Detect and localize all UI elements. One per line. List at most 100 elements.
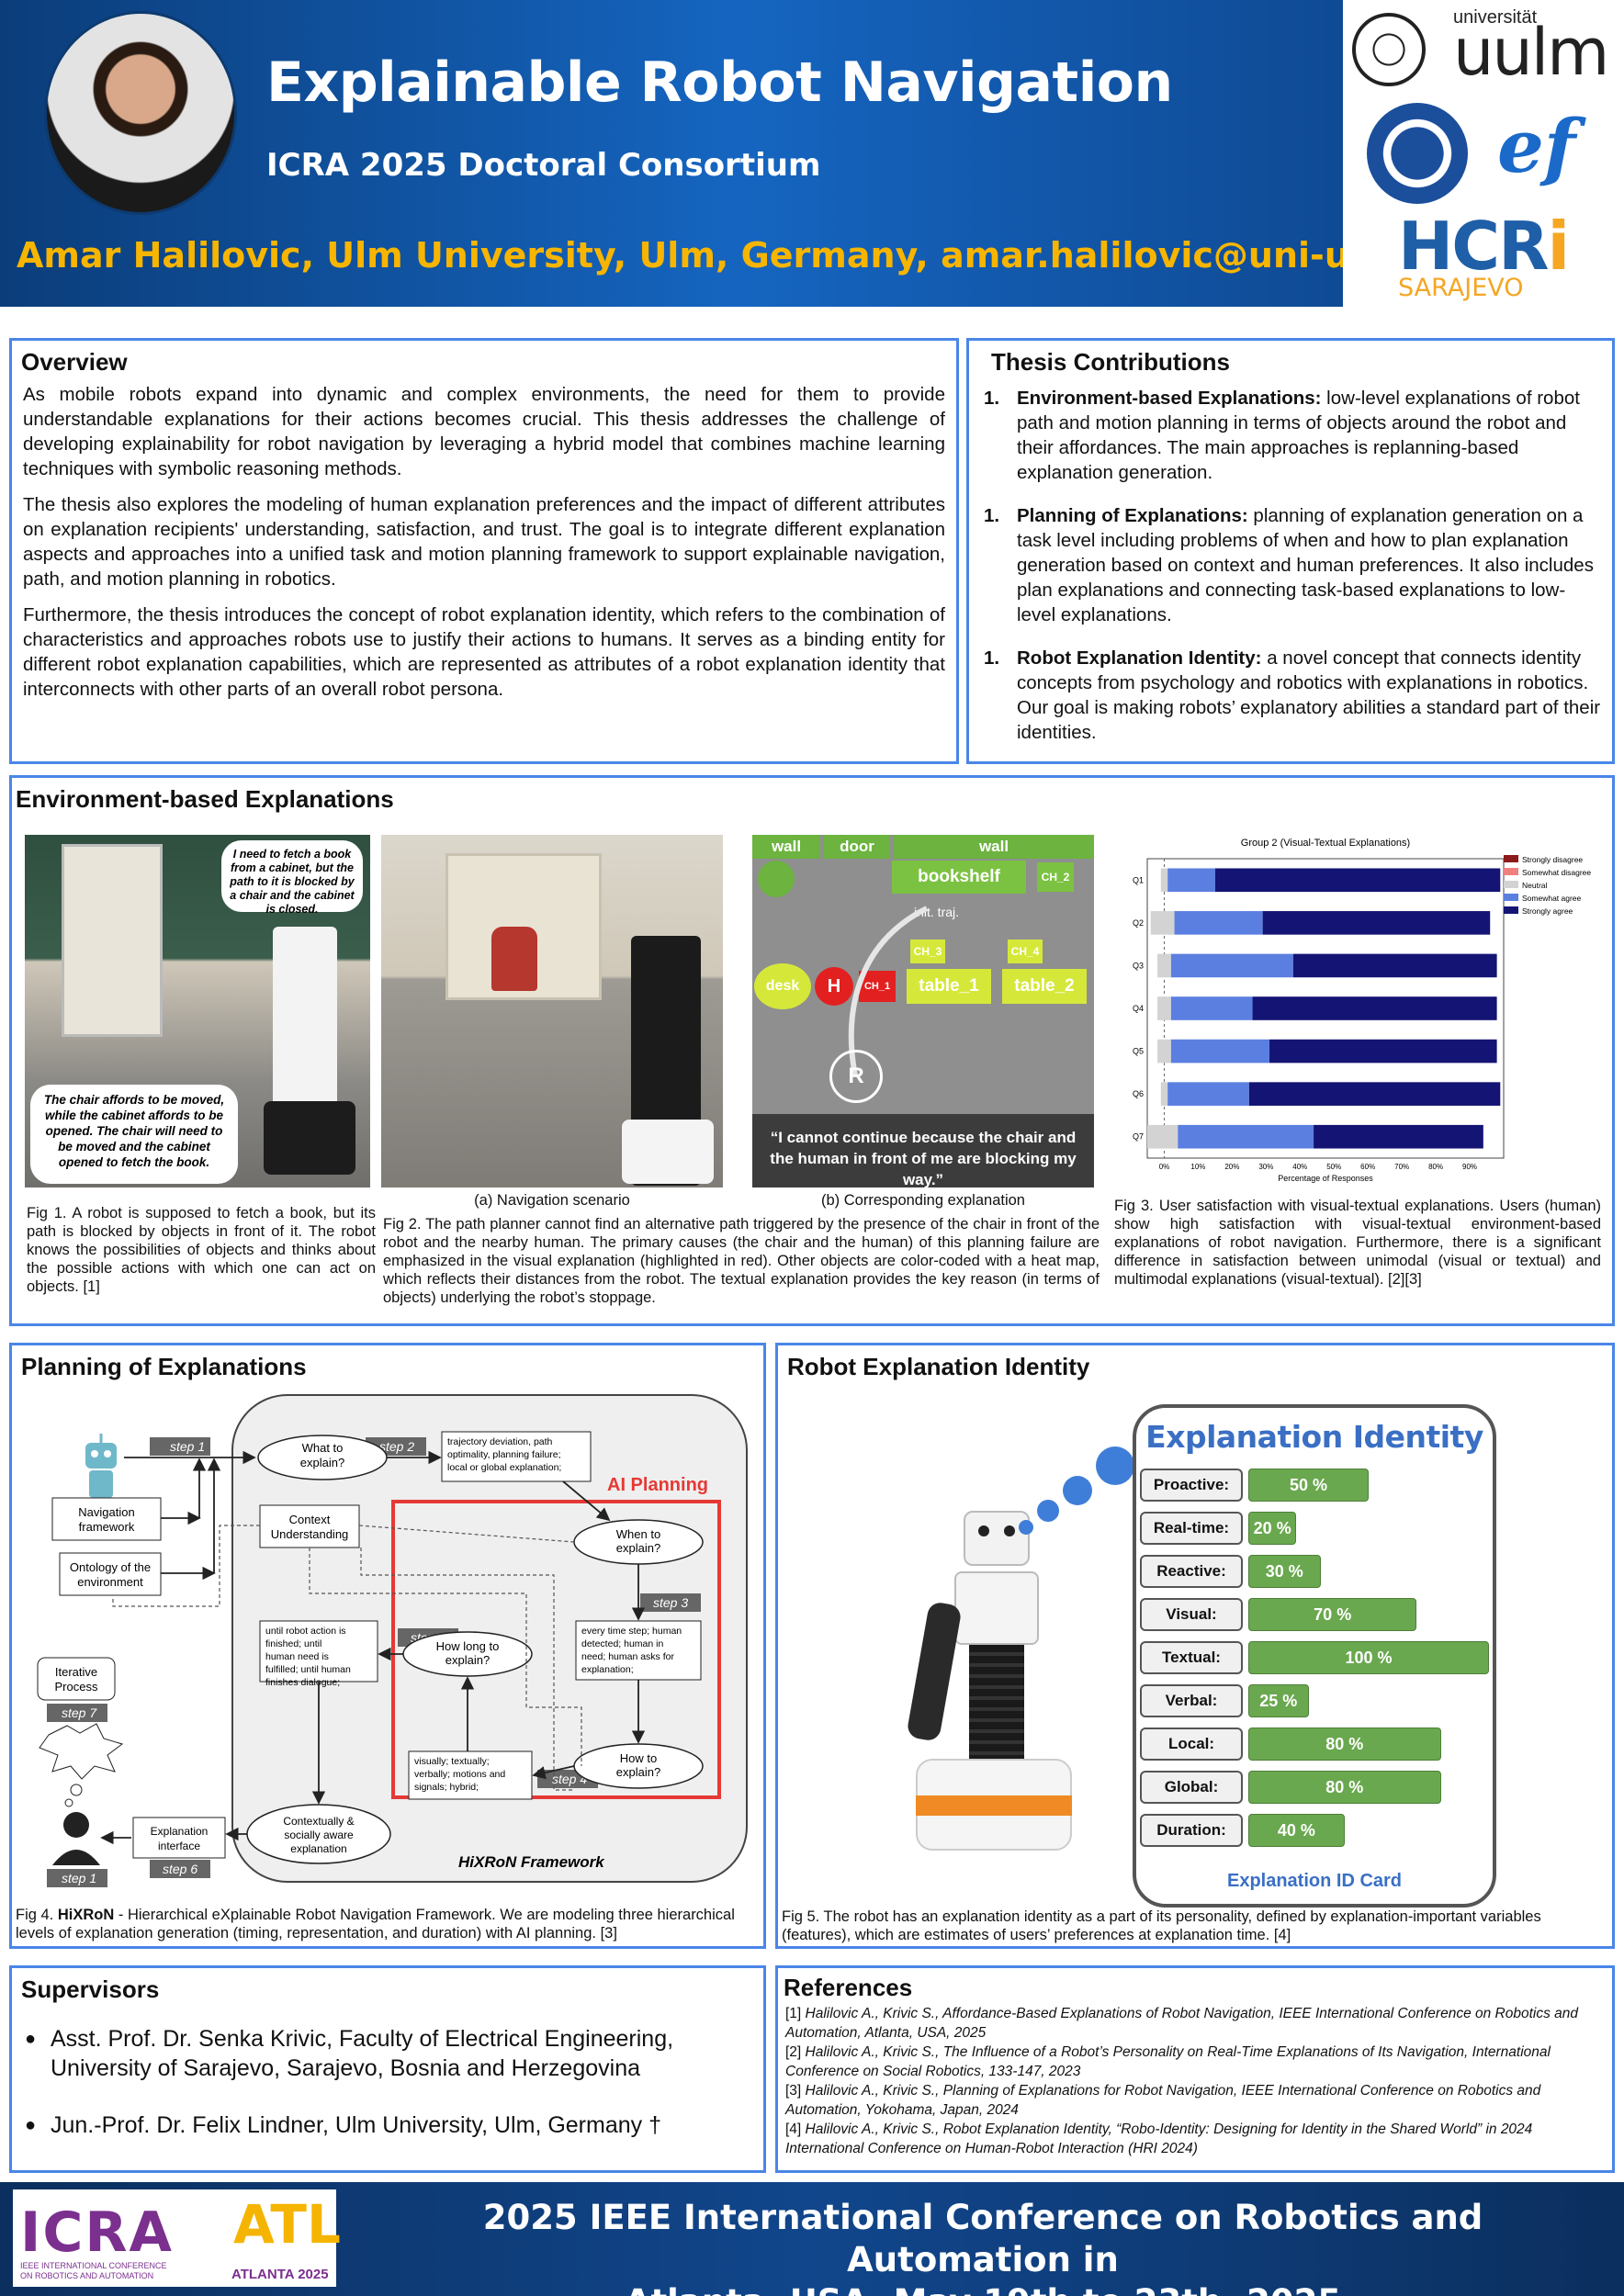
until-text-1: until robot action is xyxy=(265,1626,346,1637)
trajectory-text-2: optimality, planning failure; xyxy=(447,1449,561,1460)
id-row-bar: 100 % xyxy=(1248,1641,1489,1674)
chart-category-label: Q6 xyxy=(1133,1089,1144,1098)
fig3-caption: Fig 3. User satisfaction with visual-tex… xyxy=(1114,1198,1601,1288)
howlong-text-1: How long to xyxy=(436,1639,500,1653)
id-row-bar: 20 % xyxy=(1248,1512,1297,1545)
chart-x-tick: 90% xyxy=(1462,1163,1477,1171)
fig1-caption: Fig 1. A robot is supposed to fetch a bo… xyxy=(27,1205,376,1295)
ref-number: [3] xyxy=(785,2083,806,2099)
chart-bar xyxy=(1150,911,1175,935)
item-text: a novel concept that connects identity c… xyxy=(1017,647,1601,743)
uulm-logo: uulm xyxy=(1453,15,1609,90)
robot-base-stripe xyxy=(916,1795,1072,1816)
what-label: What to xyxy=(302,1441,344,1455)
fig2-caption: Fig 2. The path planner cannot find an a… xyxy=(383,1216,1100,1306)
ctx-text-2: socially aware xyxy=(284,1829,354,1841)
supervisor-item: Jun.-Prof. Dr. Felix Lindner, Ulm Univer… xyxy=(25,2110,763,2140)
logos-panel: universität uulm ef HCRi SARAJEVO xyxy=(1343,0,1624,307)
chart-category-label: Q7 xyxy=(1133,1132,1144,1142)
trajectory-box xyxy=(441,1431,592,1482)
chart-bar xyxy=(1167,868,1215,893)
thought-dot xyxy=(1096,1446,1134,1485)
chart-legend-swatch xyxy=(1504,868,1518,875)
hci-sarajevo-text: SARAJEVO xyxy=(1398,274,1524,302)
chart-x-tick: 80% xyxy=(1428,1163,1443,1171)
id-row-bar: 40 % xyxy=(1248,1814,1345,1847)
id-row-label: Reactive: xyxy=(1140,1555,1243,1588)
step6-badge xyxy=(150,1860,210,1878)
robot-illustration xyxy=(906,1474,1072,1860)
hixron-diagram: AI Planning step 1 step 2 step 3 step 4 … xyxy=(37,1394,748,1887)
how-text-2: explain? xyxy=(616,1765,660,1779)
framework-label: HiXRoN Framework xyxy=(458,1853,605,1871)
poster-title: Explainable Robot Navigation xyxy=(266,51,1173,115)
chart-bar xyxy=(1248,1082,1501,1106)
id-card-rows: Proactive:50 %Real-time:20 %Reactive:30 … xyxy=(1136,1469,1493,1873)
chart-legend-label: Somewhat agree xyxy=(1522,894,1582,903)
chart-x-tick: 70% xyxy=(1394,1163,1409,1171)
step3-badge xyxy=(640,1593,701,1612)
chart-legend-swatch xyxy=(1504,906,1518,914)
context-text-1: Context xyxy=(289,1513,331,1526)
chart-bar xyxy=(1292,953,1497,978)
chart-bar xyxy=(1170,953,1293,978)
map-chair-3: CH_3 xyxy=(910,940,945,963)
fig4-prefix: Fig 4. xyxy=(16,1907,58,1923)
what-label-2: explain? xyxy=(300,1456,344,1469)
id-row: Verbal:25 % xyxy=(1140,1684,1493,1719)
chart-legend-label: Strongly agree xyxy=(1522,906,1573,916)
ai-planning-box xyxy=(391,1500,721,1799)
fig4-acronym: HiXRoN xyxy=(57,1907,115,1923)
id-row: Textual:100 % xyxy=(1140,1641,1493,1676)
references-panel: References [1] Halilovic A., Krivic S., … xyxy=(775,1965,1615,2173)
ref-number: [2] xyxy=(785,2044,806,2060)
robot-spine xyxy=(969,1645,1024,1764)
step6-label: step 6 xyxy=(163,1862,197,1876)
chart-category-label: Q4 xyxy=(1133,1004,1144,1013)
planning-panel: Planning of Explanations AI Planning ste… xyxy=(9,1343,766,1949)
id-row-bar: 80 % xyxy=(1248,1728,1441,1761)
map-chair-4: CH_4 xyxy=(1008,940,1043,963)
id-row-label: Visual: xyxy=(1140,1598,1243,1631)
explanation-id-card: Explanation Identity Proactive:50 %Real-… xyxy=(1133,1404,1496,1908)
chart-bar xyxy=(1157,996,1171,1020)
chart-bar xyxy=(1214,868,1501,893)
ctx-text-1: Contextually & xyxy=(283,1815,354,1828)
id-row-label: Proactive: xyxy=(1140,1469,1243,1502)
chart-bar xyxy=(1174,911,1263,935)
item-number: 1. xyxy=(984,647,1000,669)
robot-icon xyxy=(85,1434,117,1498)
explanation-map: wall door wall bookshelf CH_2 init. traj… xyxy=(752,835,1094,1187)
overview-panel: Overview As mobile robots expand into dy… xyxy=(9,338,959,764)
robot-arm xyxy=(906,1601,963,1742)
step3-label: step 3 xyxy=(653,1595,688,1610)
author-photo xyxy=(44,11,237,215)
chart-bar xyxy=(1314,1124,1483,1149)
ontology-box xyxy=(59,1552,162,1596)
fig5-caption: Fig 5. The robot has an explanation iden… xyxy=(782,1908,1541,1943)
chart-legend-swatch xyxy=(1504,855,1518,862)
chart-bar xyxy=(1170,1039,1270,1064)
fig4-caption: Fig 4. HiXRoN - Hierarchical eXplainable… xyxy=(16,1906,763,1942)
step1b-label: step 1 xyxy=(62,1871,96,1885)
map-chair-2: CH_2 xyxy=(1037,862,1074,892)
robot-torso xyxy=(954,1571,1039,1645)
id-row-bar: 70 % xyxy=(1248,1598,1417,1631)
chart-x-tick: 30% xyxy=(1258,1163,1273,1171)
identity-panel: Robot Explanation Identity Explanation I… xyxy=(775,1343,1615,1949)
chart-legend-label: Neutral xyxy=(1522,881,1548,890)
until-text-2: finished; until xyxy=(265,1638,321,1649)
id-row-label: Textual: xyxy=(1140,1641,1243,1674)
poster-header: Explainable Robot Navigation ICRA 2025 D… xyxy=(0,0,1460,307)
step2-label: step 2 xyxy=(379,1439,414,1454)
map-wall-right: wall xyxy=(894,835,1094,859)
sarajevo-university-seal xyxy=(1367,103,1468,204)
robot-cabinet-photo: I need to fetch a book from a cabinet, b… xyxy=(25,835,370,1187)
id-row: Visual:70 % xyxy=(1140,1598,1493,1633)
nav-text-2: framework xyxy=(79,1520,135,1534)
ref-number: [4] xyxy=(785,2122,806,2137)
id-row-label: Global: xyxy=(1140,1771,1243,1804)
chart-category-label: Q1 xyxy=(1133,875,1144,884)
iterative-box xyxy=(37,1657,116,1701)
